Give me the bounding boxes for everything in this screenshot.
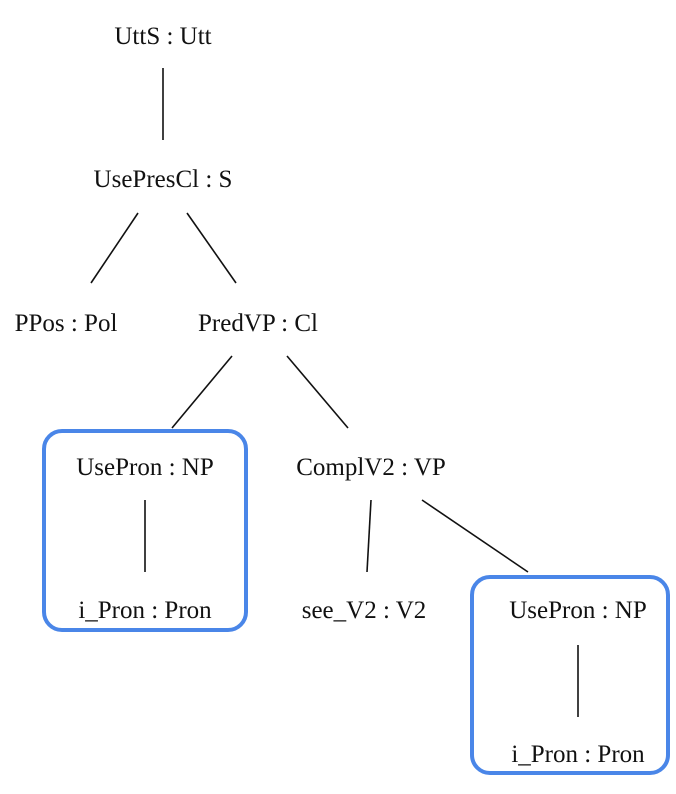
node-complv2: ComplV2 : VP bbox=[296, 454, 446, 481]
tree-edges bbox=[90, 68, 579, 717]
edge-usepresc-predvp bbox=[186, 212, 237, 284]
node-usepresc: UsePresCl : S bbox=[94, 166, 233, 193]
node-ipron-right: i_Pron : Pron bbox=[511, 741, 645, 768]
node-usepron-right: UsePron : NP bbox=[509, 597, 647, 624]
highlight-box-right bbox=[470, 575, 670, 775]
edge-complv2-usepron-right bbox=[421, 499, 529, 573]
edge-predvp-usepron-left bbox=[171, 355, 233, 429]
node-ipron-left: i_Pron : Pron bbox=[78, 597, 212, 624]
node-usepron-left: UsePron : NP bbox=[76, 454, 214, 481]
node-ppos: PPos : Pol bbox=[15, 310, 118, 337]
highlight-boxes bbox=[42, 429, 670, 775]
node-predvp: PredVP : Cl bbox=[198, 310, 318, 337]
edge-usepresc-ppos bbox=[90, 212, 139, 284]
highlight-box-left bbox=[42, 429, 248, 632]
tree-labels: UttS : Utt UsePresCl : S PPos : Pol Pred… bbox=[15, 23, 647, 768]
node-seev2: see_V2 : V2 bbox=[302, 597, 427, 624]
edge-predvp-complv2 bbox=[286, 355, 349, 429]
edge-complv2-seev2 bbox=[366, 499, 372, 573]
node-utts: UttS : Utt bbox=[114, 23, 211, 50]
